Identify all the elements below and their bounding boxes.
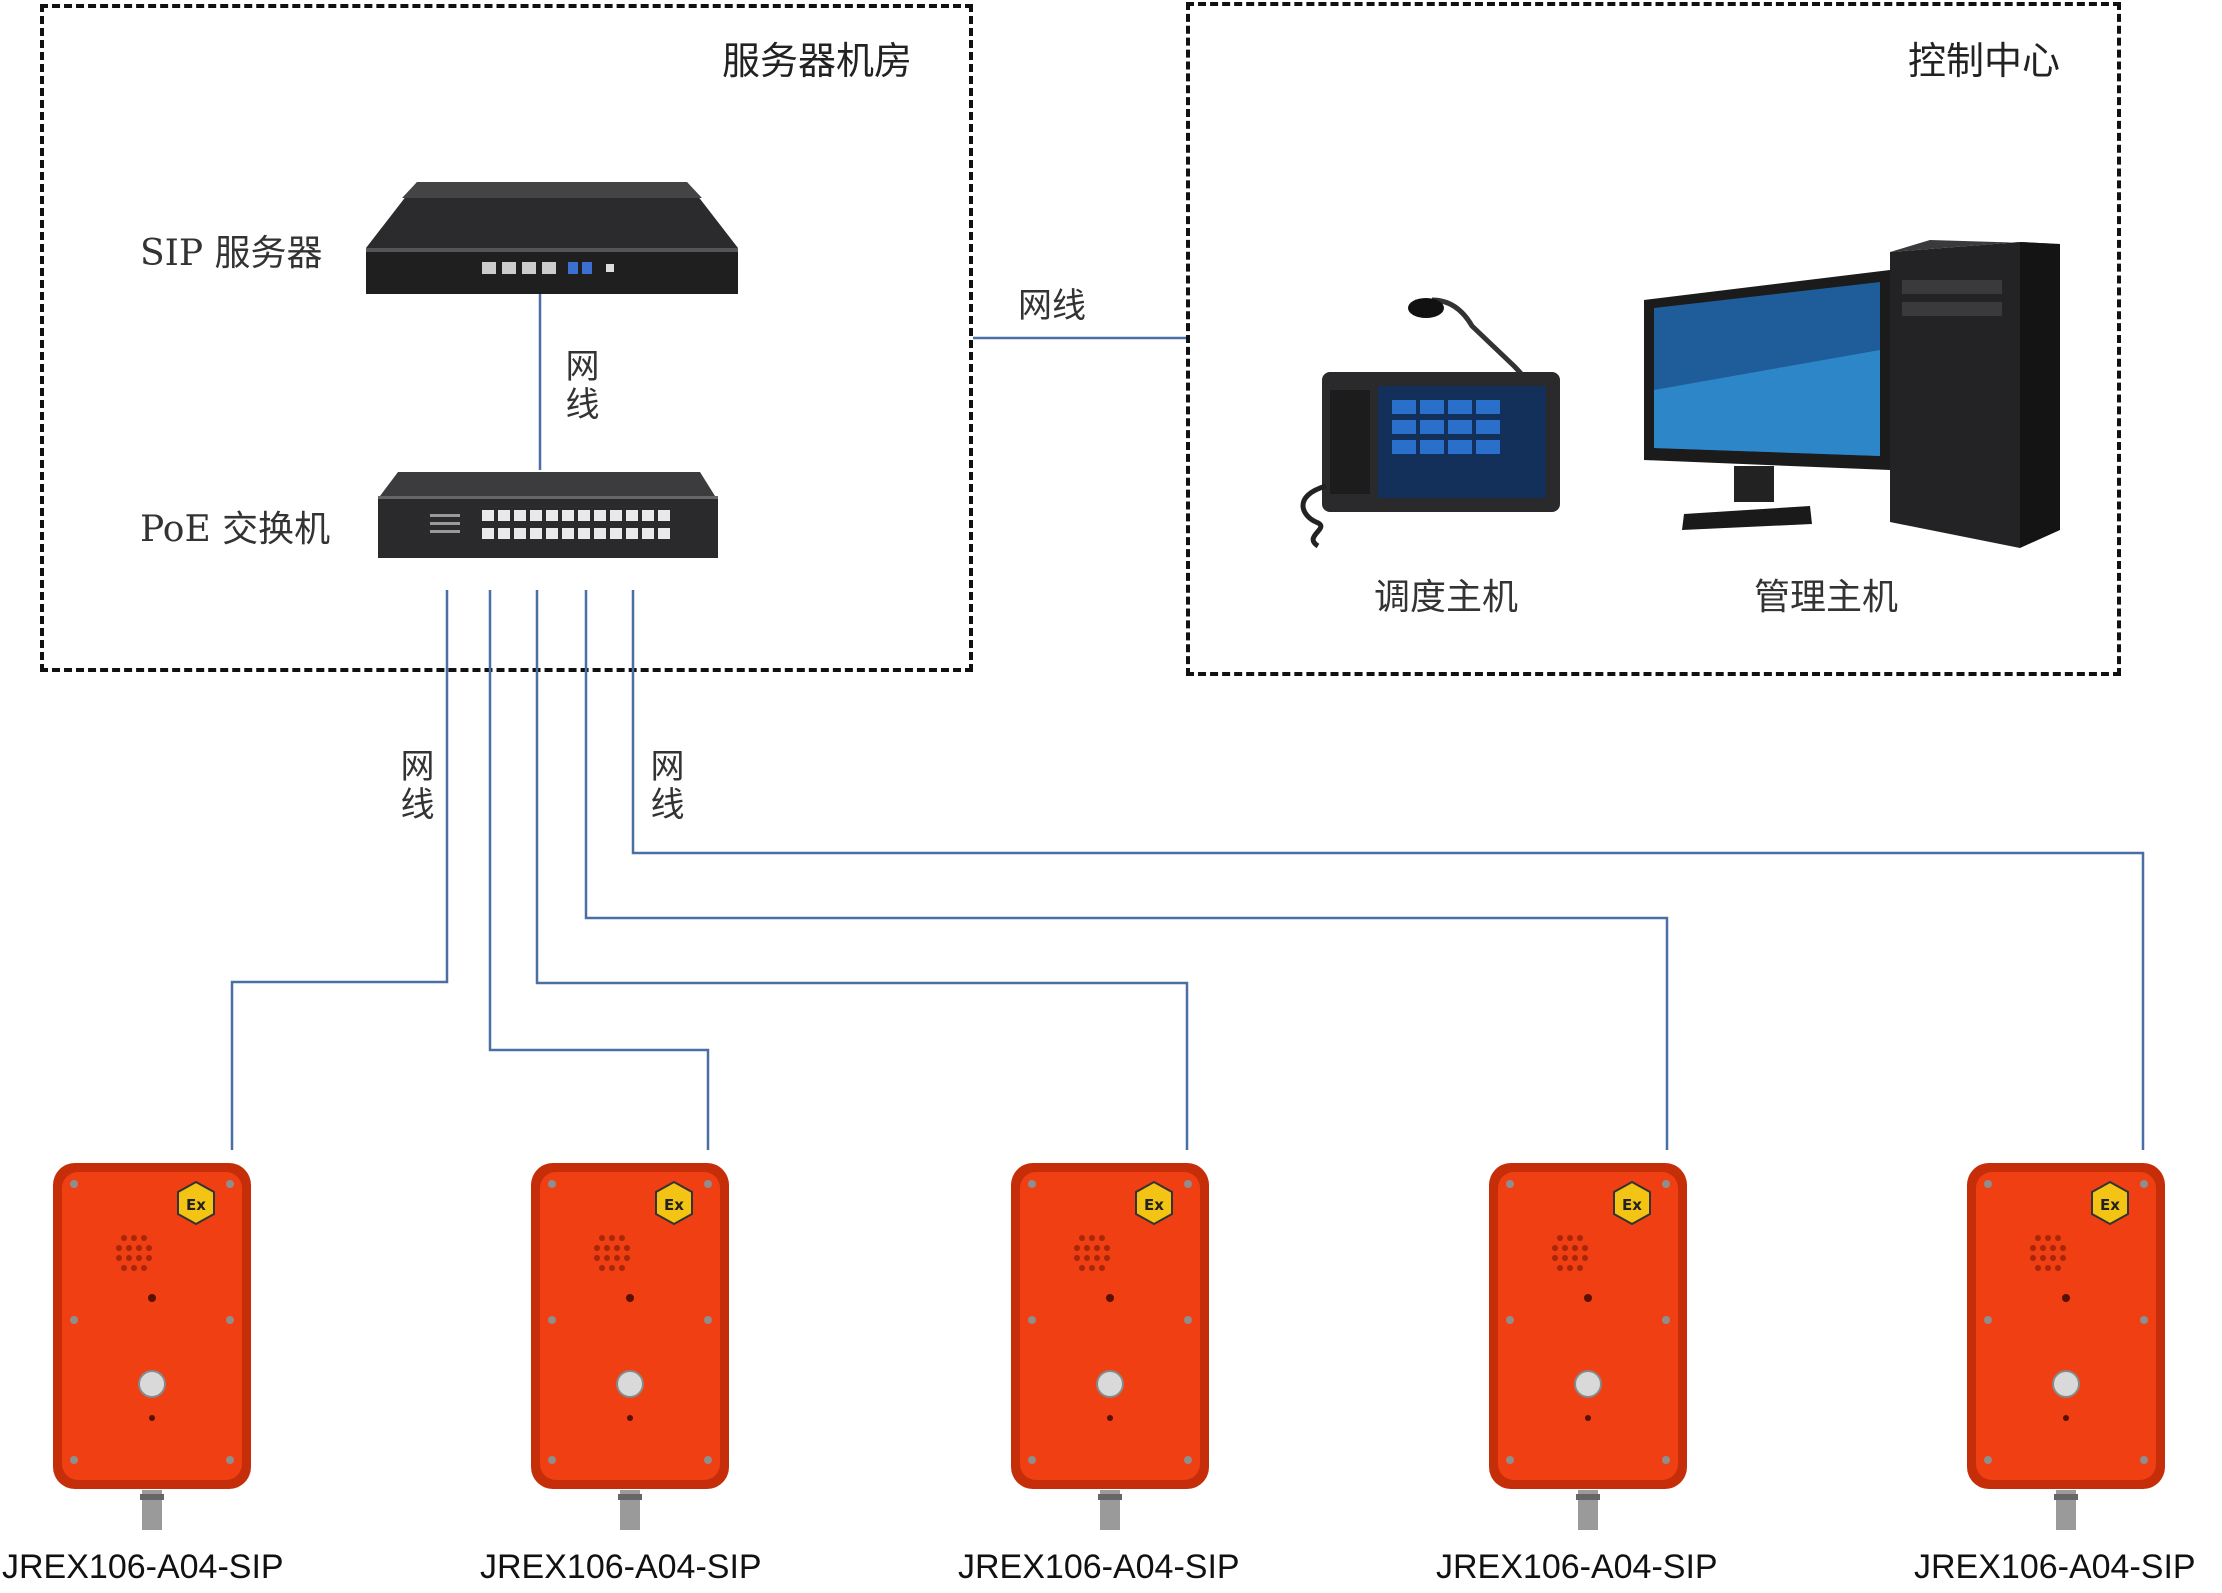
svg-text:Ex: Ex (186, 1196, 206, 1214)
phone-3: Ex (1010, 1162, 1210, 1534)
svg-text:Ex: Ex (664, 1196, 684, 1214)
explosion-proof-phone: Ex (531, 1163, 729, 1530)
management-pc-label: 管理主机 (1754, 577, 1899, 618)
phone-2-model-label: JREX106-A04-SIP (480, 1548, 762, 1586)
sip-server-device (366, 182, 738, 294)
wire-phone-4 (584, 590, 1669, 1150)
explosion-proof-phone: Ex (1489, 1163, 1687, 1530)
svg-text:Ex: Ex (2100, 1196, 2120, 1214)
phone-3-model-label: JREX106-A04-SIP (958, 1548, 1240, 1586)
control-center-title: 控制中心 (1908, 39, 2061, 83)
ex-hazard-badge-icon: Ex (2091, 1180, 2129, 1226)
phone-5-model-label: JREX106-A04-SIP (1914, 1548, 2196, 1586)
svg-text:Ex: Ex (1144, 1196, 1164, 1214)
management-pc-device (1644, 240, 2060, 548)
svg-text:Ex: Ex (1622, 1196, 1642, 1214)
ex-hazard-badge-icon: Ex (177, 1180, 215, 1226)
wire-phone-3 (535, 590, 1189, 1150)
wire-label-serverroom-control: 网线 (1018, 286, 1086, 326)
explosion-proof-phone: Ex (1967, 1163, 2165, 1530)
wire-label-phones-left: 网线 (394, 748, 434, 824)
wire-phone-5 (631, 590, 2145, 1150)
phone-4-model-label: JREX106-A04-SIP (1436, 1548, 1718, 1586)
server-room-title: 服务器机房 (722, 39, 913, 83)
wire-label-phones-right: 网线 (644, 748, 684, 824)
wire-phone-2 (488, 590, 710, 1150)
sip-server-label: SIP 服务器 (140, 233, 323, 274)
wire-phone-1 (230, 590, 449, 1150)
phone-1-model-label: JREX106-A04-SIP (2, 1548, 284, 1586)
explosion-proof-phone: Ex (53, 1163, 251, 1530)
ex-hazard-badge-icon: Ex (1135, 1180, 1173, 1226)
poe-switch-label: PoE 交换机 (140, 509, 331, 550)
control-center-zone (1186, 2, 2121, 676)
ex-hazard-badge-icon: Ex (1613, 1180, 1651, 1226)
wire-label-server-switch: 网线 (559, 348, 599, 424)
phone-4: Ex (1488, 1162, 1688, 1534)
dispatch-console-label: 调度主机 (1374, 577, 1519, 618)
phone-5: Ex (1966, 1162, 2166, 1534)
dispatch-console-device (1300, 297, 1560, 549)
phone-2: Ex (530, 1162, 730, 1534)
server-room-zone (40, 4, 973, 672)
phone-1: Ex (52, 1162, 252, 1534)
poe-switch-device (378, 472, 718, 558)
explosion-proof-phone: Ex (1011, 1163, 1209, 1530)
ex-hazard-badge-icon: Ex (655, 1180, 693, 1226)
